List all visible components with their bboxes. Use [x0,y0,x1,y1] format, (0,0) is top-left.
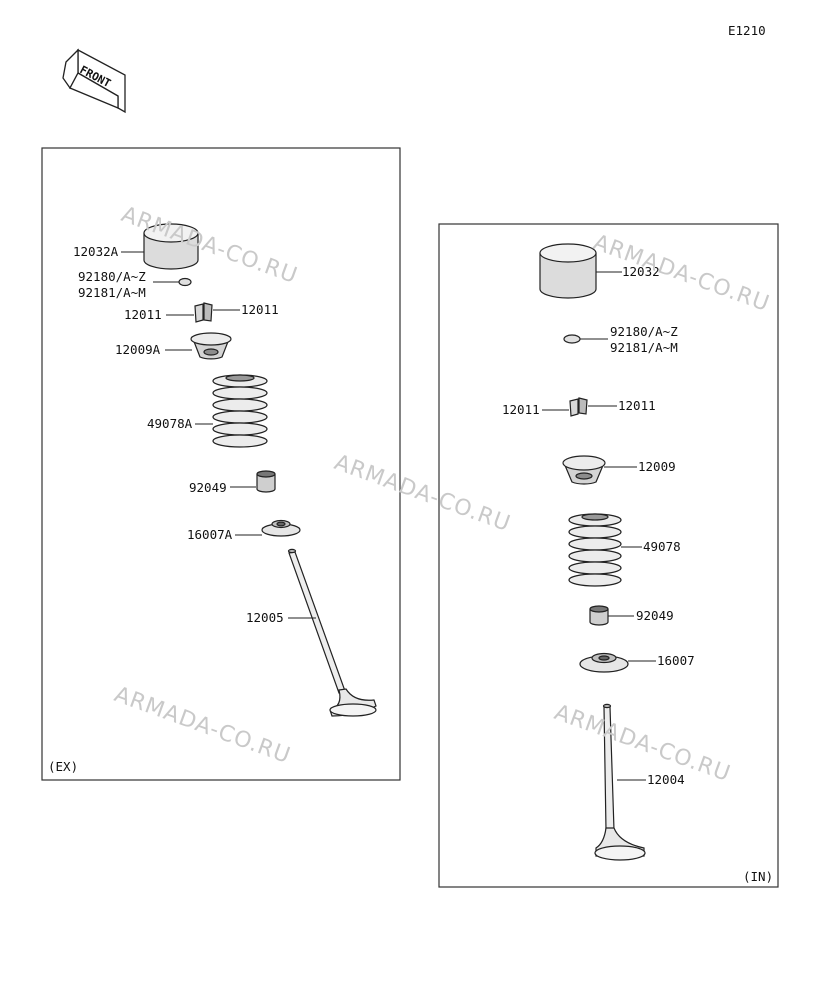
in-keeper-label-left: 12011 [502,402,540,417]
ex-keeper-label-left: 12011 [124,307,162,322]
ex-keeper-part [194,302,213,323]
in-shim-label-a: 92180/A~Z [610,324,678,339]
in-seal-label: 92049 [636,608,674,623]
in-retainer-part [562,455,606,485]
exhaust-panel: (EX) 12032A 92180/A~Z 92181/A~M 12011 12… [41,147,401,781]
in-valve-label: 12004 [647,772,685,787]
ex-valve-part [287,548,377,717]
in-valve-part [594,703,646,861]
in-keeper-part [569,397,588,417]
ex-seal-part [256,470,276,493]
intake-tag: (IN) [743,869,773,884]
exhaust-tag: (EX) [48,759,78,774]
ex-retainer-label: 12009A [115,342,161,357]
ex-valve-label: 12005 [246,610,284,625]
in-bucket-part [539,243,597,299]
ex-keeper-label-right: 12011 [241,302,279,317]
in-seal-part [589,605,609,626]
ex-shim-label-a: 92180/A~Z [78,269,146,284]
in-retainer-label: 12009 [638,459,676,474]
ex-spring-label: 49078A [147,416,193,431]
ex-shim-label-b: 92181/A~M [78,285,146,300]
in-spring-label: 49078 [643,539,681,554]
watermark-3: ARMADA-CO.RU [331,450,514,537]
front-arrow-icon: FRONT [62,48,126,114]
in-spring-part [568,513,622,587]
ex-seal-label: 92049 [189,480,227,495]
ex-retainer-part [190,332,232,360]
ex-bucket-part [143,223,199,270]
in-bucket-label: 12032 [622,264,660,279]
diagram-code: E1210 [728,23,766,38]
watermark-2: ARMADA-CO.RU [590,230,773,317]
watermark-4: ARMADA-CO.RU [111,682,294,769]
in-seat-part [579,652,629,673]
ex-bucket-label: 12032A [73,244,119,259]
in-seat-label: 16007 [657,653,695,668]
ex-seat-label: 16007A [187,527,233,542]
intake-panel: (IN) 12032 92180/A~Z 92181/A~M 12011 120… [438,223,779,888]
in-shim-part [563,334,581,344]
ex-spring-part [212,374,268,448]
in-shim-label-b: 92181/A~M [610,340,678,355]
ex-seat-part [261,519,301,537]
ex-shim-part [178,277,192,287]
in-keeper-label-right: 12011 [618,398,656,413]
watermark-5: ARMADA-CO.RU [551,700,734,787]
